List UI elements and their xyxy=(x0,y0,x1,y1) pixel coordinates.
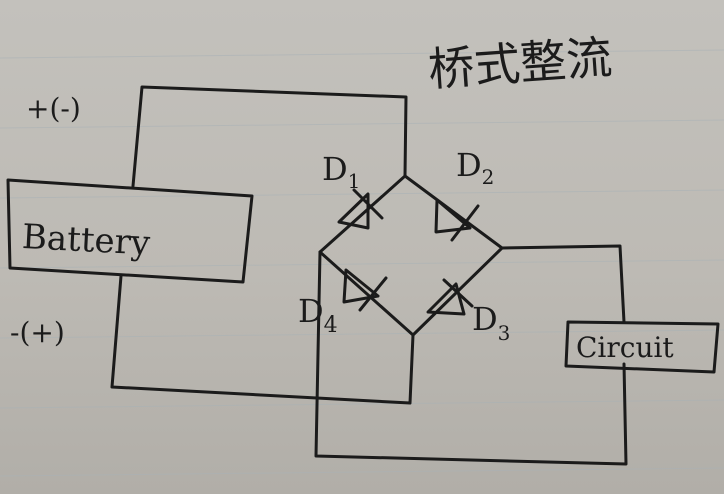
circuit-label: Circuit xyxy=(576,331,674,364)
diode-d4-label: D4 xyxy=(298,292,338,338)
diode-d1 xyxy=(337,188,384,230)
battery: Battery xyxy=(6,178,254,284)
bridge-edges xyxy=(318,174,504,337)
battery-box xyxy=(6,178,254,284)
diode-d3-label: D3 xyxy=(472,300,510,345)
wire-bottom xyxy=(110,274,415,405)
diode-d2-label: D2 xyxy=(456,146,494,189)
diode-d1-label: D1 xyxy=(322,150,360,193)
circuit-load: Circuit xyxy=(564,320,720,374)
positive-terminal-label: +(-) xyxy=(26,92,81,125)
bridge-diamond xyxy=(318,174,504,337)
wiring xyxy=(110,85,628,466)
diagram-title: 桥式整流 xyxy=(427,30,614,97)
wire-top xyxy=(131,85,408,188)
diode-d2 xyxy=(434,198,480,242)
diode-d3 xyxy=(426,278,474,316)
negative-terminal-label: -(+) xyxy=(10,316,65,349)
circuit-box xyxy=(564,320,720,374)
ruled-lines xyxy=(0,49,724,477)
wire-return xyxy=(314,250,628,466)
diode-d4 xyxy=(342,268,388,312)
battery-label: Battery xyxy=(21,217,152,264)
wire-output xyxy=(500,244,626,324)
